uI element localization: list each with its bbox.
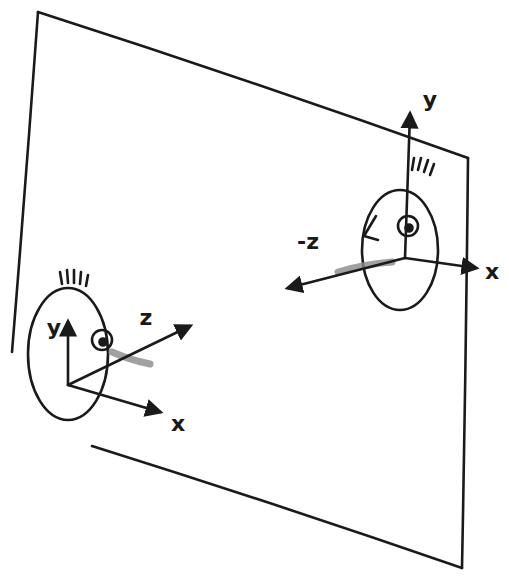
axis-label: z xyxy=(140,307,153,329)
y-axis xyxy=(405,114,410,258)
face-outline xyxy=(28,288,108,420)
x-axis xyxy=(68,385,160,412)
axis-label: y xyxy=(423,89,437,111)
hair xyxy=(412,158,434,175)
eye xyxy=(398,216,418,236)
eye xyxy=(92,330,112,350)
plane-edge xyxy=(12,12,38,352)
y-axis xyxy=(67,322,70,385)
pupil xyxy=(100,339,107,346)
axis-label: x xyxy=(171,413,185,435)
plane-edge xyxy=(92,446,462,568)
z-axis xyxy=(68,326,190,385)
axis-label: x xyxy=(485,261,499,283)
nose xyxy=(364,216,378,240)
x-axis xyxy=(405,258,476,268)
axis-label: y xyxy=(47,317,61,339)
plane-edge xyxy=(462,158,468,568)
face-outline xyxy=(362,190,438,310)
axis-label: -z xyxy=(297,231,319,253)
plane-edge xyxy=(38,12,468,158)
hair xyxy=(60,270,88,286)
z-axis xyxy=(288,258,405,288)
